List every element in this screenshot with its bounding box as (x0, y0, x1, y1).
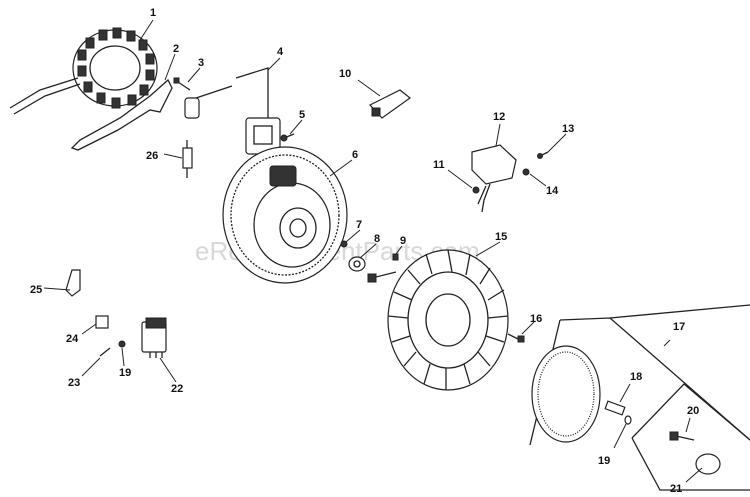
callout-14: 14 (546, 185, 559, 197)
flywheel-bolt-part (367, 271, 397, 283)
screw-part-23 (99, 347, 111, 357)
bolt-part-20 (669, 431, 695, 441)
callout-7: 7 (356, 219, 362, 231)
callout-16: 16 (530, 313, 542, 325)
callout-17: 17 (673, 321, 685, 333)
screw-part-16 (507, 333, 525, 343)
callout-12: 12 (493, 111, 505, 123)
connector-part (369, 89, 411, 119)
regulator-part (141, 317, 167, 358)
callout-labels: 1 2 3 4 5 6 7 8 9 10 11 12 13 14 15 16 1… (30, 7, 699, 495)
spacer-part (604, 400, 626, 416)
screw-part-13 (537, 151, 549, 159)
callout-2: 2 (173, 43, 179, 55)
nut-part-9 (392, 253, 399, 261)
callout-24: 24 (66, 333, 79, 345)
ignition-module-part (184, 67, 281, 155)
callout-9: 9 (400, 235, 406, 247)
bracket-part (70, 78, 173, 151)
callout-21: 21 (670, 483, 682, 495)
flywheel-part (222, 146, 348, 284)
spark-plug-part (182, 140, 193, 178)
callout-13: 13 (562, 123, 574, 135)
screen-assembly-part (529, 304, 750, 491)
callout-1: 1 (150, 7, 156, 19)
screw-part-11 (472, 186, 480, 194)
callout-23: 23 (68, 377, 80, 389)
fan-part (387, 249, 509, 391)
callout-4: 4 (277, 46, 284, 58)
rectifier-part (471, 144, 517, 213)
screw-part-5 (280, 133, 295, 142)
stator-part (9, 27, 158, 115)
callout-11: 11 (433, 159, 445, 171)
callout-22: 22 (171, 383, 183, 395)
decal-part (695, 453, 721, 475)
callout-26: 26 (146, 150, 158, 162)
washer-part-7 (340, 240, 348, 248)
callout-5: 5 (299, 109, 305, 121)
washer-part-19a (118, 340, 126, 348)
washer-part-14 (522, 168, 530, 176)
washer-part-19b (624, 415, 632, 425)
callout-10: 10 (339, 68, 351, 80)
callout-20: 20 (687, 405, 699, 417)
clip-part (65, 269, 81, 297)
callout-3: 3 (198, 57, 204, 69)
washer-part-8 (348, 256, 366, 272)
callout-8: 8 (374, 233, 380, 245)
callout-25: 25 (30, 284, 42, 296)
screw-part-3 (173, 77, 191, 91)
callout-19b: 19 (598, 455, 610, 467)
callout-15: 15 (495, 231, 507, 243)
callout-19a: 19 (119, 367, 131, 379)
cover-part (95, 315, 109, 329)
callout-18: 18 (630, 371, 642, 383)
callout-6: 6 (352, 149, 358, 161)
leader-lines (43, 19, 703, 483)
